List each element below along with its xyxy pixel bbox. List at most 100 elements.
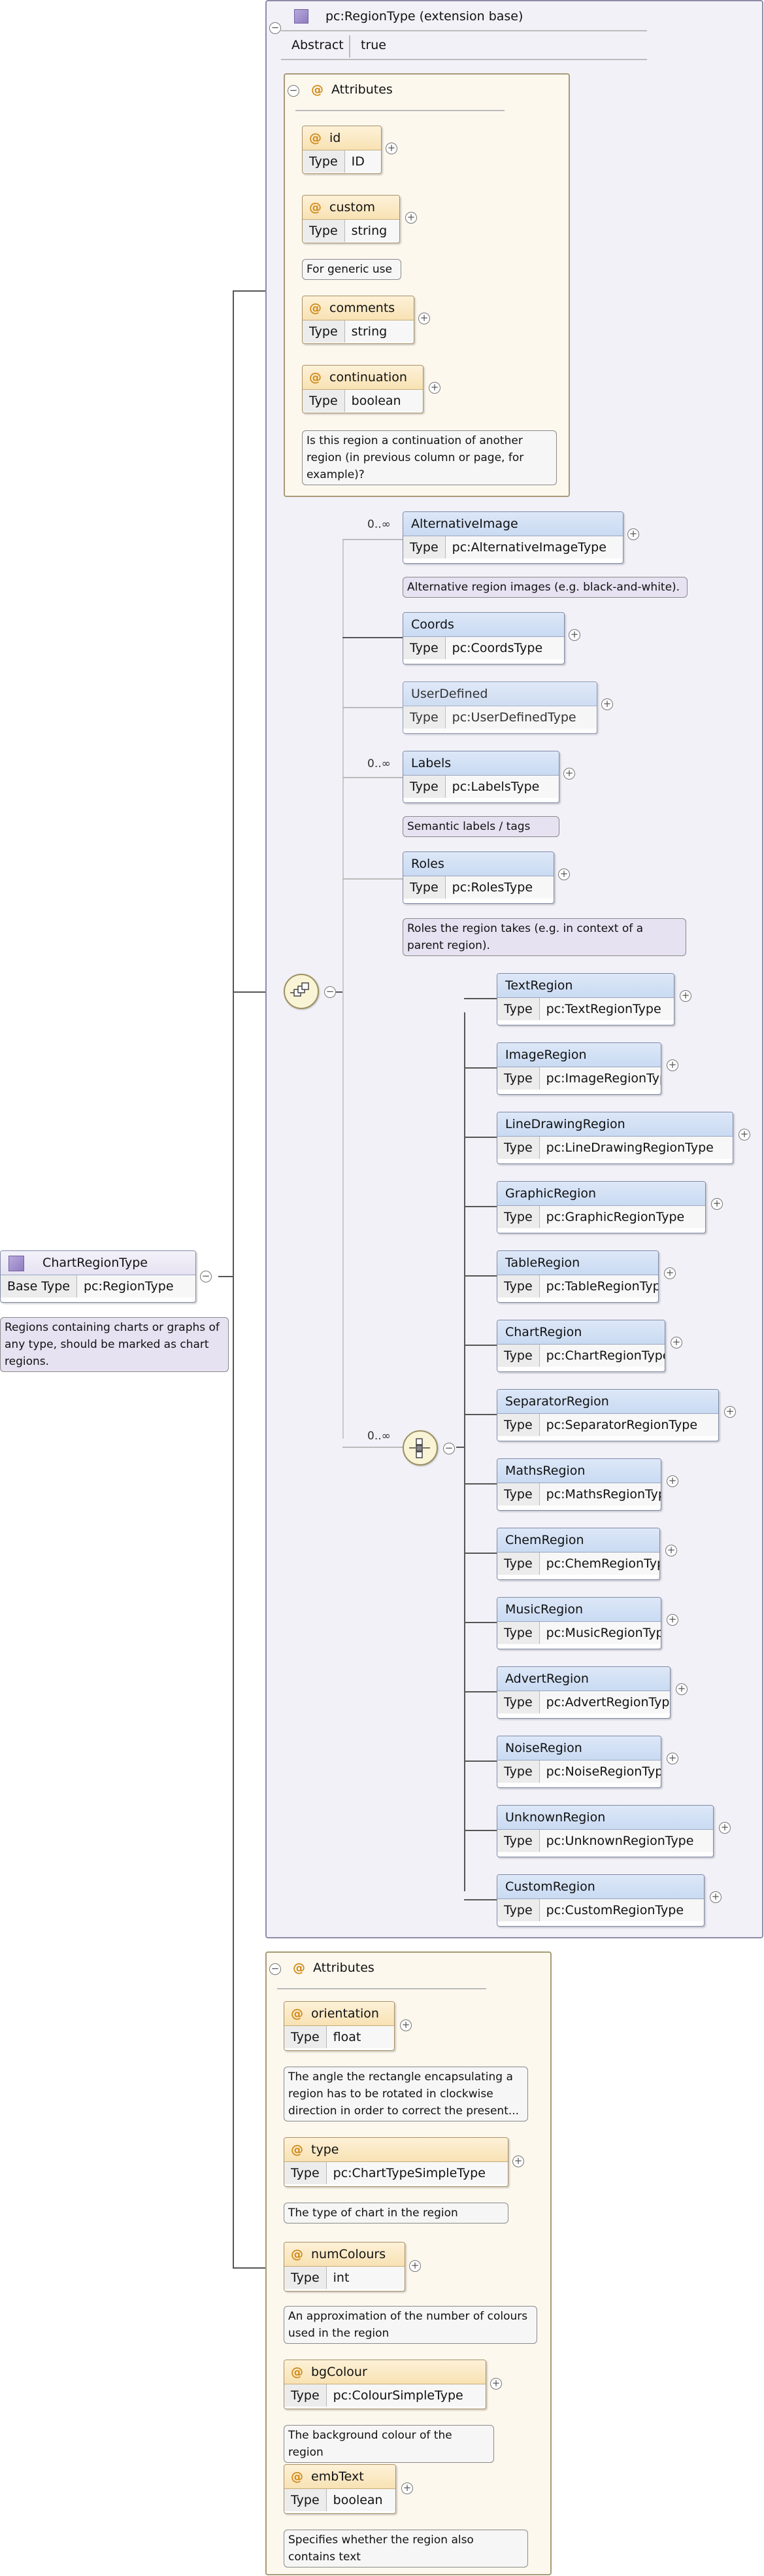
choice-branch-line	[464, 1830, 497, 1831]
expand-mathsregion-button[interactable]: +	[667, 1475, 678, 1487]
expand-labels-button[interactable]: +	[563, 768, 575, 780]
choice-branch-line	[464, 1553, 497, 1554]
choice-branch-line	[464, 1206, 497, 1207]
choice-branch-line	[464, 1899, 497, 1900]
expand-coords-button[interactable]: +	[569, 629, 580, 641]
expand-chemregion-button[interactable]: +	[665, 1545, 677, 1556]
chart-attributes-divider	[277, 1988, 486, 1989]
expand-custom-button[interactable]: +	[405, 212, 417, 224]
to-choice-line	[342, 1447, 403, 1448]
base-attributes-divider	[295, 110, 505, 111]
sequence-collapse-button[interactable]: −	[324, 986, 336, 998]
root-type-box[interactable]: ChartRegionType Base Type pc:RegionType	[0, 1250, 196, 1303]
attribute-name: orientation	[311, 2006, 379, 2021]
choice-trunk	[464, 1012, 465, 1891]
alternativeimage-cardinality: 0..∞	[367, 518, 391, 531]
attribute-type-note: The type of chart in the region	[284, 2203, 508, 2224]
expand-linedrawingregion-button[interactable]: +	[739, 1129, 750, 1141]
expand-id-button[interactable]: +	[386, 143, 397, 154]
choice-trunk-join	[456, 1447, 465, 1448]
attribute-orientation-note: The angle the rectangle encapsulating a …	[284, 2067, 528, 2121]
attribute-name: continuation	[329, 370, 407, 385]
expand-roles-button[interactable]: +	[558, 868, 570, 880]
attribute-name: custom	[329, 200, 375, 215]
root-base-type-value: pc:RegionType	[76, 1275, 195, 1297]
sequence-compositor-icon[interactable]	[284, 974, 319, 1009]
expand-graphicregion-button[interactable]: +	[711, 1198, 723, 1210]
root-base-type-key: Base Type	[1, 1275, 77, 1297]
extension-collapse-button[interactable]: −	[269, 22, 281, 34]
labels-cardinality: 0..∞	[367, 757, 391, 770]
base-attributes-collapse[interactable]: −	[288, 85, 299, 97]
connector-to-ext-attrs-line	[233, 290, 284, 292]
extension-abstract-underline	[281, 59, 647, 60]
extension-abstract-divider	[349, 35, 350, 58]
base-attributes-label: @Attributes	[311, 82, 393, 97]
expand-alternativeimage-button[interactable]: +	[627, 528, 639, 540]
expand-advertregion-button[interactable]: +	[676, 1683, 688, 1695]
choice-branch-line	[464, 1275, 497, 1277]
expand-noiseregion-button[interactable]: +	[667, 1753, 678, 1764]
choice-branch-line	[464, 1067, 497, 1069]
attribute-name: comments	[329, 301, 395, 315]
choice-compositor-icon[interactable]	[403, 1430, 438, 1466]
extension-abstract-key: Abstract	[291, 38, 344, 52]
extension-title-divider	[281, 30, 647, 31]
expand-textregion-button[interactable]: +	[680, 990, 691, 1002]
expand-type-button[interactable]: +	[512, 2155, 524, 2167]
choice-collapse-button[interactable]: −	[443, 1443, 455, 1454]
chart-attributes-collapse[interactable]: −	[269, 1963, 281, 1975]
expand-unknownregion-button[interactable]: +	[719, 1822, 731, 1834]
alternativeimage-note: Alternative region images (e.g. black-an…	[403, 577, 688, 598]
choice-branch-line	[464, 1691, 497, 1692]
expand-customregion-button[interactable]: +	[710, 1891, 722, 1903]
to-alternativeimage-line	[342, 539, 403, 540]
to-roles-line	[342, 878, 403, 880]
expand-numcolours-button[interactable]: +	[409, 2260, 421, 2272]
expand-bgcolour-button[interactable]: +	[490, 2378, 502, 2390]
to-labels-line	[342, 777, 403, 778]
expand-userdefined-button[interactable]: +	[601, 698, 613, 710]
root-collapse-button[interactable]: −	[200, 1271, 212, 1282]
expand-separatorregion-button[interactable]: +	[724, 1406, 736, 1418]
expand-imageregion-button[interactable]: +	[667, 1059, 678, 1071]
expand-comments-button[interactable]: +	[418, 313, 430, 324]
attribute-name: bgColour	[311, 2365, 367, 2379]
expand-orientation-button[interactable]: +	[400, 2019, 412, 2031]
complex-type-icon	[294, 9, 308, 24]
expand-musicregion-button[interactable]: +	[667, 1614, 678, 1626]
expand-tableregion-button[interactable]: +	[664, 1267, 676, 1279]
choice-branch-line	[464, 1760, 497, 1762]
expand-chartregion-button[interactable]: +	[671, 1337, 682, 1348]
expand-continuation-button[interactable]: +	[429, 382, 440, 394]
expand-embtext-button[interactable]: +	[401, 2482, 413, 2494]
